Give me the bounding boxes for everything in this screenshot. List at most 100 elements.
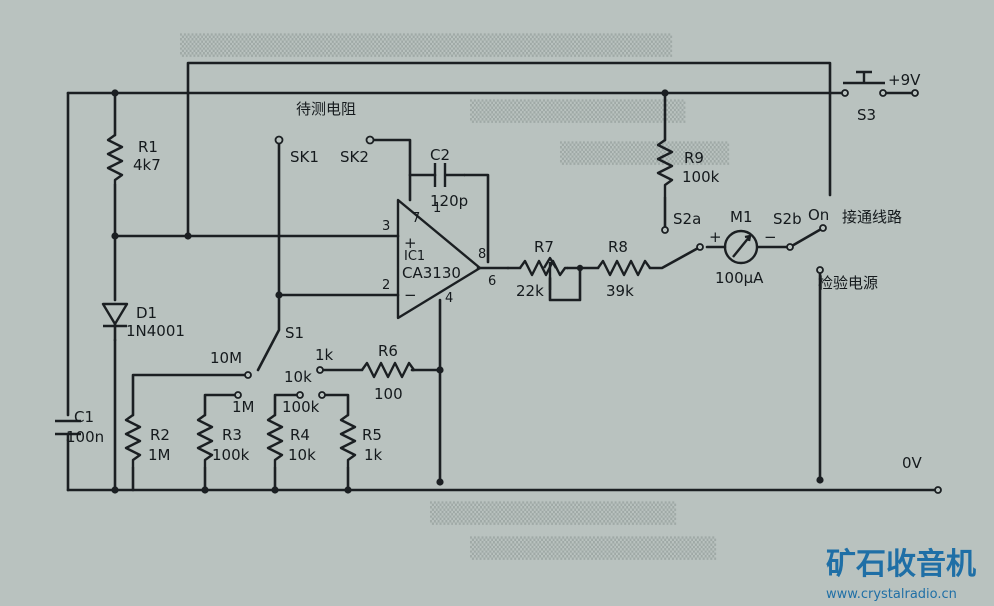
wiring [66,61,940,492]
s1-contact-10k[interactable] [318,391,326,399]
svg-text:2: 2 [382,278,390,293]
capacitor-c2: C2 120p [430,146,468,210]
svg-text:6: 6 [488,274,496,289]
svg-text:−: − [404,286,417,304]
sk1-socket[interactable] [274,135,284,145]
s3-right-contact[interactable] [879,89,887,97]
resistor-r6: R6 100 [361,342,416,403]
resistor-r5: R5 1k [339,414,383,468]
svg-text:On: On [808,206,829,224]
watermark: 矿石收音机 www.crystalradio.cn [826,547,976,602]
svg-text:100k: 100k [212,446,250,464]
svg-text:22k: 22k [516,282,544,300]
s1-contact-100k[interactable] [296,391,304,399]
resistor-r2: R2 1M [124,414,171,468]
svg-text:SK2: SK2 [340,148,369,166]
svg-text:R7: R7 [534,238,554,256]
svg-text:120p: 120p [430,192,468,210]
svg-text:10M: 10M [210,349,242,367]
watermark-url: www.crystalradio.cn [826,587,957,602]
resistor-r9: R9 100k [656,139,720,198]
rail-labels: +9V 0V [888,71,942,494]
resistor-r4: R4 10k [266,414,316,468]
supply-terminal[interactable] [911,89,919,97]
svg-text:▒▒▒▒▒▒▒▒▒▒▒▒▒▒▒▒▒▒▒▒▒▒▒▒▒▒▒▒▒▒: ▒▒▒▒▒▒▒▒▒▒▒▒▒▒▒▒▒▒▒▒▒▒▒▒▒▒▒▒▒▒▒▒ [180,33,673,57]
s1-contact-1k[interactable] [316,366,324,374]
s2b-wiper[interactable] [786,243,794,251]
svg-text:100n: 100n [66,428,104,446]
svg-text:+: + [709,228,722,246]
s3-left-contact[interactable] [841,89,849,97]
svg-text:1M: 1M [148,446,171,464]
svg-text:1M: 1M [232,398,255,416]
svg-text:R9: R9 [684,149,704,167]
svg-text:D1: D1 [136,304,157,322]
svg-text:100: 100 [374,385,403,403]
svg-text:R8: R8 [608,238,628,256]
svg-text:R5: R5 [362,426,382,444]
ic1-opamp-symbol: + − IC1 CA3130 3 2 7 1 8 6 4 [382,198,496,320]
svg-text:C2: C2 [430,146,450,164]
ground-label: 0V [902,454,923,472]
svg-text:R6: R6 [378,342,398,360]
resistor-r3: R3 100k [196,414,250,468]
svg-text:S1: S1 [285,324,304,342]
supply-label: +9V [888,71,921,89]
svg-text:S2b: S2b [773,210,802,228]
switch-s3-pushbutton: S3 [841,70,887,124]
background-text: ▒▒▒▒▒▒▒▒▒▒▒▒▒▒▒▒▒▒▒▒▒▒▒▒▒▒▒▒▒▒▒▒ ▒▒▒▒▒▒▒… [180,33,730,560]
svg-text:100k: 100k [282,398,320,416]
svg-text:−: − [764,228,777,246]
resistor-under-test-title: 待测电阻 [296,100,356,118]
watermark-brand: 矿石收音机 [826,547,976,582]
check-supply-label: 检验电源 [818,274,878,292]
svg-text:39k: 39k [606,282,634,300]
s2a-contact[interactable] [661,226,669,234]
svg-text:R3: R3 [222,426,242,444]
svg-text:S2a: S2a [673,210,701,228]
switch-s2a: S2a [661,210,704,251]
svg-text:8: 8 [478,247,486,262]
svg-text:▒▒▒▒▒▒▒▒▒▒▒▒▒▒: ▒▒▒▒▒▒▒▒▒▒▒▒▒▒ [470,99,686,123]
sk2-socket[interactable] [365,135,375,145]
svg-text:10k: 10k [288,446,316,464]
svg-text:▒▒▒▒▒▒▒▒▒▒▒▒▒▒▒▒: ▒▒▒▒▒▒▒▒▒▒▒▒▒▒▒▒ [430,501,677,525]
test-sockets: 待测电阻 SK1 SK2 [274,100,375,166]
resistor-r7-trimmer: R7 22k [516,238,568,300]
svg-text:R2: R2 [150,426,170,444]
svg-text:M1: M1 [730,208,753,226]
svg-text:+: + [404,234,417,252]
svg-text:▒▒▒▒▒▒▒▒▒▒▒: ▒▒▒▒▒▒▒▒▒▒▒ [560,141,730,165]
svg-text:10k: 10k [284,368,312,386]
svg-text:4: 4 [445,291,453,306]
s1-contact-1m[interactable] [234,391,242,399]
svg-text:S3: S3 [857,106,876,124]
svg-text:SK1: SK1 [290,148,319,166]
resistor-r1: R1 4k7 [106,134,161,185]
s2b-on-contact[interactable] [819,224,827,232]
ic1-ref: IC1 [404,249,425,264]
svg-text:3: 3 [382,219,390,234]
svg-text:1: 1 [433,201,441,216]
s1-contact-10m[interactable] [244,371,252,379]
svg-text:C1: C1 [74,408,94,426]
diode-d1: D1 1N4001 [101,302,185,342]
svg-text:1k: 1k [315,346,334,364]
svg-text:1k: 1k [364,446,383,464]
svg-text:100μA: 100μA [715,269,764,287]
meter-m1: M1 + − 100μA [709,208,777,287]
svg-text:7: 7 [412,211,420,226]
s2b-check-contact[interactable] [816,266,824,274]
s2a-wiper[interactable] [696,243,704,251]
switch-s1: S1 10M 1M 100k 1k 10k [210,324,334,416]
ic1-part: CA3130 [402,264,461,282]
svg-text:▒▒▒▒▒▒▒▒▒▒▒▒▒▒▒▒: ▒▒▒▒▒▒▒▒▒▒▒▒▒▒▒▒ [470,536,717,560]
ground-terminal[interactable] [934,486,942,494]
switch-s2b: S2b On 接通线路 检验电源 [773,206,902,292]
junction-dots [111,89,824,494]
svg-text:1N4001: 1N4001 [126,322,185,340]
svg-text:4k7: 4k7 [133,156,161,174]
svg-text:R1: R1 [138,138,158,156]
